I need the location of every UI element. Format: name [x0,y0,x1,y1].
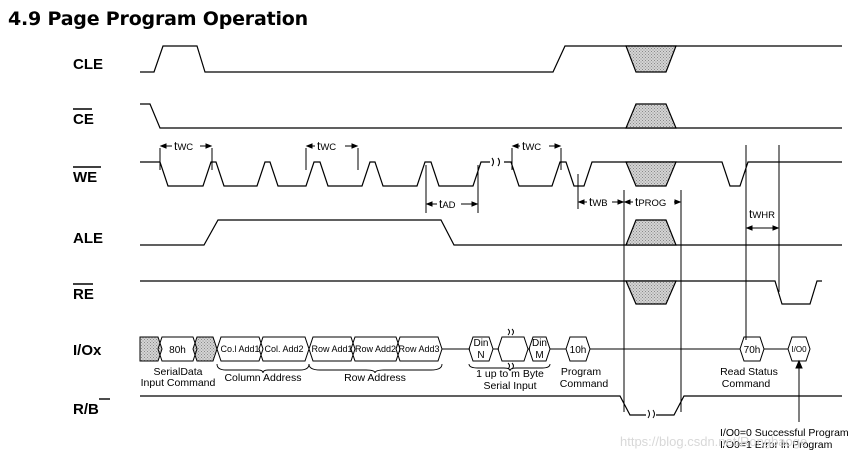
caption-program-2: Command [560,378,609,390]
caption-read-status-1: Read Status [720,366,778,378]
io-cycle-row-add2: Row Add2 [355,344,396,354]
io-cycle-row-add1: Row Add1 [311,344,352,354]
watermark-text: https://blog.csdn.net/Rongbaoge [620,434,807,449]
io-cycle-70h: 70h [744,345,761,356]
signal-label-we: WE [73,169,97,186]
we-break-mark [491,157,501,167]
re-waveform [140,280,822,305]
caption-serial-input-2: Serial Input [483,380,536,392]
page-title: 4.9 Page Program Operation [8,8,308,30]
signal-label-cle: CLE [73,56,103,73]
cle-waveform [140,45,842,73]
caption-read-status-2: Command [722,378,771,390]
caption-serial-data-2: Input Command [141,377,216,389]
we-waveform [140,161,842,187]
io-cycle-io0: I/O0 [791,345,807,354]
ale-waveform [140,219,842,246]
ce-waveform [140,103,842,129]
caption-row-address: Row Address [344,372,406,384]
timing-arrows [159,143,803,422]
signal-label-ce: CE [73,111,94,128]
signal-label-re: RE [73,286,94,303]
note-error-in-program: I/O0=1 Error in Program [720,439,833,451]
rb-waveform [140,395,842,419]
caption-program-1: Program [561,366,602,378]
timing-tprog: tPROG [635,195,666,209]
io-cycle-col-add2: Col. Add2 [264,344,303,354]
io-cycle-din-n-bottom: N [477,350,484,361]
note-successful-program: I/O0=0 Successful Program [720,427,849,439]
reference-lines [159,145,780,412]
signal-label-ale: ALE [73,230,103,247]
io-cycle-col-add1: Co.l Add1 [220,344,259,354]
timing-twb: tWB [589,195,608,209]
timing-twc-2: tWC [317,139,336,153]
io-break-mark [507,328,514,370]
caption-column-address: Column Address [224,372,301,384]
io-cycle-80h: 80h [169,345,186,356]
timing-twhr: tWHR [749,207,775,221]
io-bus [139,336,811,362]
io-cycle-din-n-top: Din [473,338,488,349]
timing-twc-3: tWC [522,139,541,153]
timing-twc-1: tWC [174,139,193,153]
timing-tad: tAD [439,197,456,211]
caption-serial-data-1: SerialData [153,366,202,378]
signal-label-rb: R/B [73,401,99,418]
serial-input-brace [468,363,551,372]
io-cycle-din-m-bottom: M [535,350,543,361]
column-address-brace [216,363,310,374]
io-cycle-row-add3: Row Add3 [398,344,439,354]
caption-serial-input-1: 1 up to m Byte [476,368,544,380]
row-address-brace [308,363,443,374]
io-cycle-din-m-top: Din [532,338,547,349]
io-cycle-10h: 10h [570,345,587,356]
signal-label-io: I/Ox [73,342,102,359]
